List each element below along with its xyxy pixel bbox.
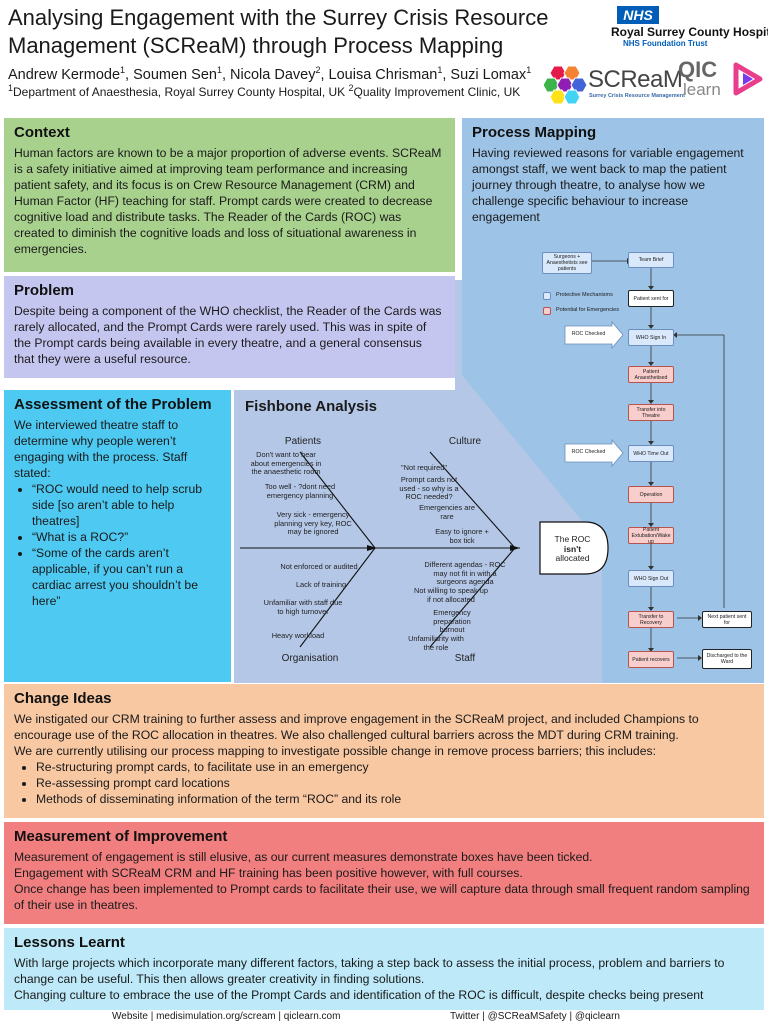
fish-cause: Different agendas - ROC may not fit in w… [424,560,506,586]
change-text: We are currently utilising our process m… [14,744,656,758]
flow-recovers: Patient recovers [628,651,674,668]
fish-patients-label: Patients [284,436,322,447]
play-arrow-icon [733,62,763,96]
fish-cause: Very sick - emergency planning very key,… [274,510,352,536]
change-heading: Change Ideas [14,690,112,707]
assessment-heading: Assessment of the Problem [14,396,212,413]
legend-protective-swatch [543,292,551,300]
process-text: Having reviewed reasons for variable eng… [472,146,744,224]
flow-roc-checked-2: ROC Checked [571,449,606,455]
flow-connectors [564,258,725,661]
measure-panel: Measurement of Improvement Measurement o… [4,822,764,924]
fish-cause: Unfamiliar with staff due to high turnov… [263,598,343,616]
scream-logo: SCReaM [588,66,683,93]
fish-cause: Not willing to speak up if not allocated [414,586,488,604]
fish-cause: Easy to ignore + box tick [435,527,489,545]
context-text: Human factors are known to be a major pr… [14,146,442,256]
qic-logo: QIC [678,57,718,82]
legend-potential-swatch [543,307,551,315]
flow-next-patient: Next patient sent for [702,611,752,628]
flow-who-sign-out: WHO Sign Out [628,570,674,587]
measure-text: Engagement with SCReaM CRM and HF traini… [14,866,523,880]
change-panel: Change Ideas We instigated our CRM train… [4,684,764,818]
flow-transfer-recovery: Transfer to Recovery [628,611,674,628]
assessment-panel: Assessment of the Problem We interviewed… [4,390,231,682]
flow-roc-checked-1: ROC Checked [571,331,606,337]
flow-who-time-out: WHO Time Out [628,445,674,462]
flow-team-brief: Team Brief [628,252,674,268]
flow-patient-sent: Patient sent for [628,290,674,307]
lessons-heading: Lessons Learnt [14,934,125,951]
quote-item: “What is a ROC?” [32,529,221,545]
fish-organisation-label: Organisation [281,653,339,664]
change-item: Re-assessing prompt card locations [36,775,754,791]
footer-twitter[interactable]: Twitter | @SCReaMSafety | @qiclearn [450,1011,620,1022]
measure-text: Once change has been implemented to Prom… [14,882,750,912]
authors: Andrew Kermode1, Soumen Sen1, Nicola Dav… [8,65,532,83]
trust-name: NHS Foundation Trust [623,39,708,48]
quote-item: “Some of the cards aren’t applicable, if… [32,545,221,609]
flow-transfer-theatre: Transfer into Theatre [628,404,674,421]
flow-operation: Operation [628,486,674,503]
scream-hex-logo-icon [544,65,588,104]
author: Andrew Kermode [8,67,121,83]
lessons-text: Changing culture to embrace the use of t… [14,988,704,1002]
roc-arrow-shape [564,320,624,350]
problem-text: Despite being a component of the WHO che… [14,304,442,366]
flow-extubation: Patient Extubation/Wake up [628,527,674,545]
fishbone-area [234,280,609,683]
author: Soumen Sen [133,67,217,83]
context-panel: Context Human factors are known to be a … [4,118,455,272]
measure-heading: Measurement of Improvement [14,828,228,845]
fish-cause: Emergency preparation burnout [433,608,471,634]
process-heading: Process Mapping [472,124,597,141]
roc-arrow-shape [564,438,624,468]
flow-discharged: Discharged to the Ward [702,649,752,669]
quote-item: “ROC would need to help scrub side [so a… [32,481,221,529]
flow-who-sign-in: WHO Sign In [628,329,674,346]
assessment-intro: We interviewed theatre staff to determin… [14,418,188,480]
fish-cause: Unfamiliarity with the role [408,634,464,652]
affiliations: 1Department of Anaesthesia, Royal Surrey… [8,83,521,100]
fish-cause: Too well - ?dont need emergency planning [264,482,336,500]
context-heading: Context [14,124,70,141]
hospital-name: Royal Surrey County Hospital [611,25,768,39]
change-item: Re-structuring prompt cards, to facilita… [36,759,754,775]
legend-potential: Potential for Emergencies [556,307,619,313]
measure-text: Measurement of engagement is still elusi… [14,850,593,864]
author: Suzi Lomax [450,67,527,83]
problem-heading: Problem [14,282,75,299]
qic-learn: learn [683,80,721,99]
legend-protective: Protective Mechanisms [556,292,613,298]
fish-cause: Don't want to hear about emergencies in … [250,450,322,476]
fish-staff-label: Staff [454,653,476,664]
footer-website[interactable]: Website | medisimulation.org/scream | qi… [112,1011,341,1022]
scream-subtitle: Surrey Crisis Resource Management [589,93,685,99]
fish-cause: "Not required" [401,463,447,472]
author: Nicola Davey [230,67,316,83]
poster-title: Analysing Engagement with the Surrey Cri… [8,5,549,58]
fish-cause: Emergencies are rare [419,503,475,521]
fish-cause: Prompt cards not used - so why is a ROC … [399,475,459,501]
change-item: Methods of disseminating information of … [36,791,754,807]
flow-anaesthetised: Patient Anaesthetised [628,366,674,383]
author: Louisa Chrisman [328,67,438,83]
nhs-logo: NHS [617,6,659,24]
problem-panel: Problem Despite being a component of the… [4,276,455,378]
flow-surgeons: Surgeons + Anaesthetists see patients [542,252,592,274]
fishbone-heading: Fishbone Analysis [245,398,377,415]
change-text: We instigated our CRM training to furthe… [14,712,699,742]
fish-culture-label: Culture [448,436,482,447]
fish-cause: Not enforced or audited [280,562,358,571]
lessons-panel: Lessons Learnt With large projects which… [4,928,764,1010]
fish-cause: Lack of training [295,580,347,589]
fish-cause: Heavy workload [271,631,325,640]
lessons-text: With large projects which incorporate ma… [14,956,725,986]
